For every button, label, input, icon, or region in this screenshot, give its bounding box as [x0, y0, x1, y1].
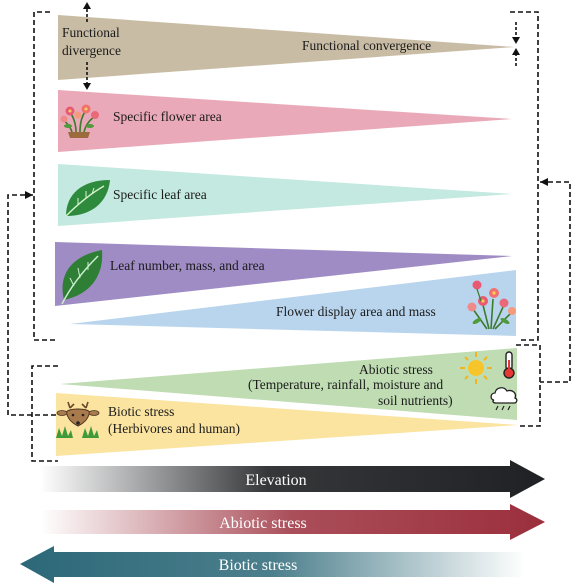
dashed-connectors — [7, 11, 571, 462]
functional-wedge — [58, 15, 515, 80]
elevation-arrow: Elevation — [40, 460, 545, 498]
flower-bouquet-icon — [467, 280, 516, 330]
functional-divergence-label-2: divergence — [62, 43, 121, 58]
biotic-stress-detail: (Herbivores and human) — [108, 421, 240, 436]
leaf-dark-icon — [61, 250, 103, 305]
stress-left-bracket — [31, 365, 58, 462]
abiotic-stress-title: Abiotic stress — [359, 362, 433, 377]
sun-icon — [460, 352, 492, 384]
abiotic-stress-detail-1: (Temperature, rainfall, moisture and — [248, 377, 443, 392]
leaf-number-wedge — [55, 242, 512, 306]
abiotic-stress-detail-2: soil nutrients) — [378, 393, 453, 408]
connector-arrowheads — [25, 178, 548, 199]
left-feedback-connector — [7, 194, 58, 416]
functional-divergence-label-1: Functional — [62, 25, 120, 40]
flower-display-wedge — [70, 270, 516, 336]
stress-right-bracket — [516, 344, 541, 427]
right-feedback-arrowhead — [540, 178, 548, 186]
leaf-number-label: Leaf number, mass, and area — [110, 258, 265, 273]
left-feedback-arrowhead — [25, 191, 33, 199]
right-feedback-connector — [540, 181, 571, 383]
leaf-area-wedge — [58, 164, 512, 226]
deer-icon — [56, 401, 100, 438]
thermometer-icon — [503, 351, 515, 379]
divergence-arrows — [86, 6, 517, 84]
elevation-label: Elevation — [245, 472, 306, 489]
rain-cloud-icon — [490, 387, 518, 411]
abiotic-stress-arrow: Abiotic stress — [40, 504, 545, 540]
abiotic-stress-wedge — [60, 348, 517, 420]
biotic-stress-title: Biotic stress — [108, 404, 174, 419]
flower-cluster-icon — [60, 104, 99, 138]
flower-area-wedge — [58, 90, 512, 152]
functional-convergence-label: Functional convergence — [302, 38, 431, 53]
divergence-arrowheads — [83, 2, 520, 90]
biotic-stress-wedge — [56, 393, 518, 456]
leaf-icon — [65, 180, 110, 217]
biotic-stress-arrow: Biotic stress — [20, 546, 525, 583]
specific-flower-area-label: Specific flower area — [113, 109, 222, 124]
right-outer-bracket — [510, 11, 539, 341]
flower-display-label: Flower display area and mass — [276, 304, 436, 319]
biotic-stress-arrow-label: Biotic stress — [219, 557, 298, 574]
specific-leaf-area-label: Specific leaf area — [113, 187, 207, 202]
abiotic-stress-arrow-label: Abiotic stress — [219, 515, 307, 532]
left-outer-bracket — [33, 11, 58, 341]
